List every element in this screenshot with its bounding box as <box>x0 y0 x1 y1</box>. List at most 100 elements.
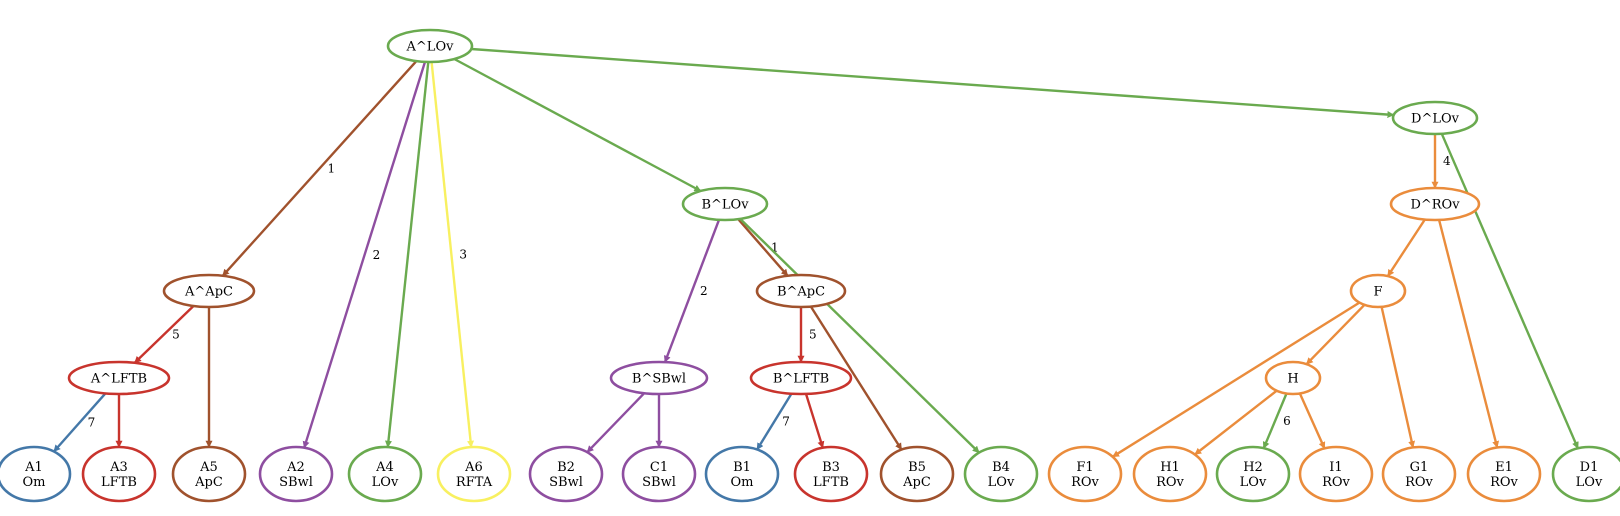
edge-BSBwl-B2 <box>586 392 646 454</box>
node-label: C1 <box>650 460 668 475</box>
edge-line <box>809 305 903 451</box>
edge-line <box>1386 218 1426 277</box>
node-label: ApC <box>194 475 223 490</box>
node-ellipse <box>1264 360 1322 396</box>
edge-line <box>453 57 702 193</box>
node-label: LOv <box>1576 475 1603 490</box>
edge-AApC-ALFTB: 5 <box>133 305 195 364</box>
node-label: F <box>1373 285 1382 300</box>
node-label: Om <box>23 475 46 490</box>
edge-label: 1 <box>771 241 779 255</box>
node-AApC: A^ApC <box>162 273 256 309</box>
edge-line <box>53 392 107 453</box>
edge-line <box>737 218 789 277</box>
node-label: I1 <box>1329 460 1342 475</box>
node-label: D1 <box>1580 460 1599 475</box>
node-ellipse <box>1391 100 1479 136</box>
node-label: LFTB <box>101 475 137 490</box>
edge-DLOv-DROv: 4 <box>1431 134 1451 189</box>
node-label: LFTB <box>813 475 849 490</box>
node-ALFTB: A^LFTB <box>67 360 171 396</box>
node-ellipse <box>81 445 157 503</box>
node-label: SBwl <box>642 475 676 490</box>
node-label: A^LFTB <box>90 372 147 387</box>
node-ellipse <box>963 445 1039 503</box>
edge-line <box>133 305 195 364</box>
edge-H-H1 <box>1194 389 1278 456</box>
node-ellipse <box>1298 445 1374 503</box>
node-label: ROv <box>1071 475 1099 490</box>
edge-line <box>1298 393 1326 450</box>
node-BLFTB: B^LFTB <box>749 360 853 396</box>
node-label: SBwl <box>549 475 583 490</box>
node-ellipse <box>347 445 423 503</box>
node-label: ROv <box>1490 475 1518 490</box>
edge-line <box>1380 306 1416 449</box>
node-ellipse <box>755 273 847 309</box>
edge-ALOv-BLOv <box>453 57 702 193</box>
edge-BLFTB-B3 <box>804 393 825 449</box>
edge-line <box>739 218 980 454</box>
node-ellipse <box>1381 445 1457 503</box>
node-label: Om <box>731 475 754 490</box>
node-ellipse <box>681 186 769 222</box>
edge-line <box>1440 133 1580 449</box>
node-label: B^LOv <box>701 198 749 213</box>
node-ellipse <box>1466 445 1542 503</box>
node-BSBwl: B^SBwl <box>609 360 709 396</box>
node-ellipse <box>793 445 869 503</box>
node-BLOv: B^LOv <box>681 186 769 222</box>
edge-F-F1 <box>1112 301 1361 458</box>
node-ellipse <box>528 445 604 503</box>
edge-line <box>663 219 721 363</box>
node-ellipse <box>1551 445 1620 503</box>
edge-label: 6 <box>1283 414 1291 428</box>
node-label: B1 <box>733 460 751 475</box>
edge-line <box>1194 389 1278 456</box>
node-label: D^ROv <box>1410 198 1460 213</box>
node-label: B^LFTB <box>773 372 829 387</box>
node-ellipse <box>1215 445 1291 503</box>
node-BApC: B^ApC <box>755 273 847 309</box>
edge-DROv-F <box>1386 218 1426 277</box>
edge-label: 2 <box>373 248 381 262</box>
node-ellipse <box>1132 445 1208 503</box>
edge-label: 5 <box>809 328 817 342</box>
node-label: ROv <box>1156 475 1184 490</box>
edge-line <box>804 393 825 449</box>
edge-label: 4 <box>1443 154 1451 168</box>
edge-line <box>1262 393 1288 449</box>
node-label: ROv <box>1322 475 1350 490</box>
node-label: LOv <box>1240 475 1267 490</box>
edge-ALOv-A4 <box>384 61 430 448</box>
node-F: F <box>1349 273 1407 309</box>
node-label: A5 <box>199 460 218 475</box>
node-label: H2 <box>1243 460 1263 475</box>
node-label: H1 <box>1160 460 1180 475</box>
edge-line <box>756 393 793 451</box>
node-ellipse <box>879 445 955 503</box>
edge-DROv-E1 <box>1437 219 1500 449</box>
node-label: A^ApC <box>184 285 233 300</box>
node-label: B2 <box>557 460 575 475</box>
edge-F-G1 <box>1380 306 1416 449</box>
node-ellipse <box>0 445 72 503</box>
node-H: H <box>1264 360 1322 396</box>
edge-ALOv-A2: 2 <box>302 61 427 449</box>
node-DROv: D^ROv <box>1389 186 1481 222</box>
edge-line <box>471 47 1395 119</box>
node-ellipse <box>621 445 697 503</box>
